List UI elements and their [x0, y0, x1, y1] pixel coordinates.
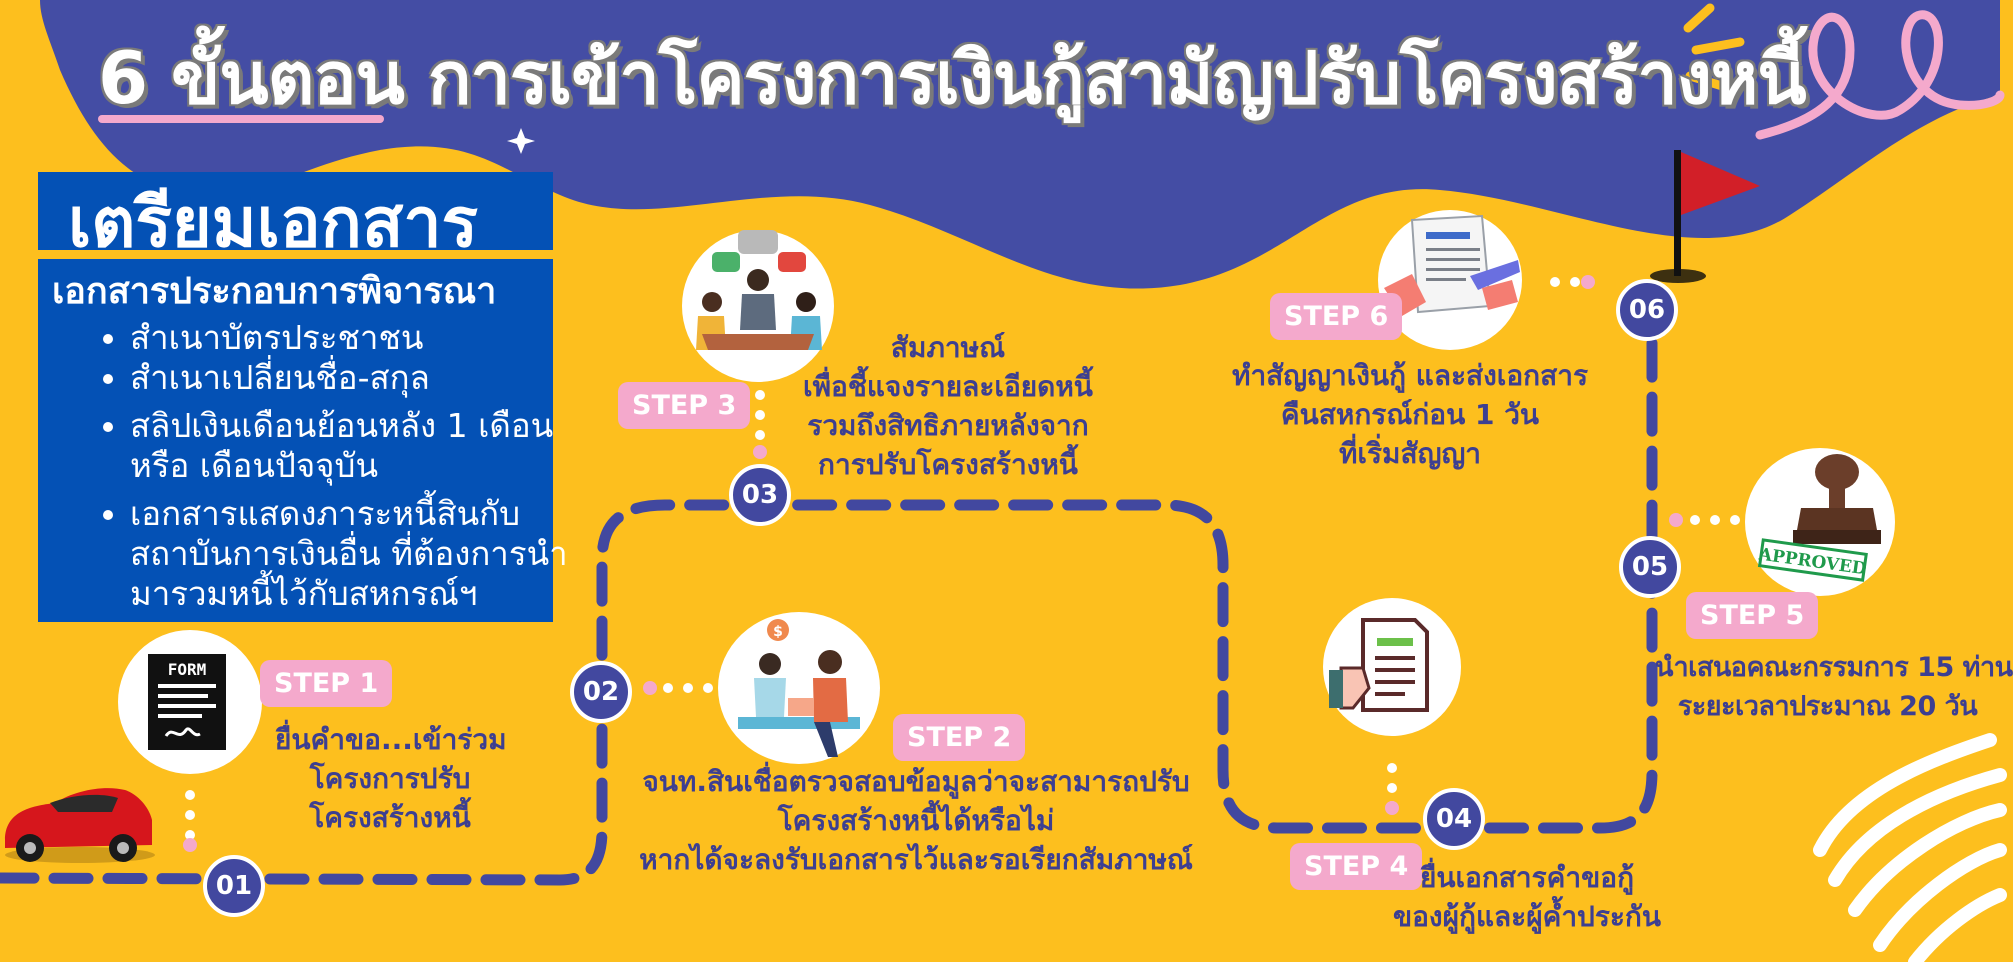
top-wave: [40, 0, 2000, 289]
consultation-icon: $: [718, 612, 880, 764]
step-4-number: 04: [1423, 788, 1485, 850]
step-2-number: 02: [570, 661, 632, 723]
step-6-badge: STEP 6: [1270, 293, 1403, 340]
coin-label: $: [773, 624, 783, 640]
step-4-badge: STEP 4: [1290, 843, 1423, 890]
prep-item: สำเนาเปลี่ยนชื่อ-สกุล: [130, 358, 580, 398]
form-icon: FORM: [118, 630, 262, 774]
prep-title: เตรียมเอกสาร: [68, 184, 479, 263]
sparkle-icon: [507, 128, 535, 154]
step-3-text: สัมภาษณ์เพื่อชี้แจงรายละเอียดหนี้รวมถึงส…: [803, 331, 1093, 481]
step-1-number: 01: [203, 855, 265, 917]
step-1-text: ยื่นคำขอ...เข้าร่วมโครงการปรับโครงสร้างห…: [275, 723, 507, 834]
road-path: [0, 304, 1658, 886]
step-1-badge: STEP 1: [260, 660, 393, 707]
white-squiggle-icon: [1813, 733, 2007, 962]
step-3-number: 03: [729, 464, 791, 526]
prep-item: สำเนาบัตรประชาชน: [130, 318, 580, 358]
step-5-badge: STEP 5: [1686, 592, 1819, 639]
page-title: 6 ขั้นตอน การเข้าโครงการเงินกู้สามัญปรับ…: [98, 36, 1807, 120]
form-label: FORM: [168, 660, 207, 679]
step-5-number: 05: [1619, 536, 1681, 598]
signing-contract-icon: [1378, 210, 1522, 350]
prep-subtitle: เอกสารประกอบการพิจารณา: [52, 271, 497, 312]
step-6-text: ทำสัญญาเงินกู้ และส่งเอกสารคืนสหกรณ์ก่อน…: [1232, 359, 1588, 470]
meeting-icon: [682, 230, 834, 382]
step-2-badge: STEP 2: [893, 714, 1026, 761]
prep-panel: [38, 172, 553, 622]
step-5-text: นำเสนอคณะกรรมการ 15 ท่านระยะเวลาประมาณ 2…: [1655, 652, 2013, 722]
pink-swirl-icon: [1755, 10, 2005, 140]
step-4-text: ยื่นเอกสารคำขอกู้ของผู้กู้และผู้ค้ำประกั…: [1392, 861, 1662, 933]
approved-stamp-icon: APPROVED: [1745, 448, 1895, 596]
pink-dots: [183, 275, 1683, 852]
prep-item: เอกสารแสดงภาระหนี้สินกับสถาบันการเงินอื่…: [130, 494, 580, 614]
prep-item: สลิปเงินเดือนย้อนหลัง 1 เดือน หรือ เดือน…: [130, 406, 580, 486]
prep-document-list: สำเนาบัตรประชาชน สำเนาเปลี่ยนชื่อ-สกุล ส…: [100, 318, 580, 614]
red-flag-icon: [1650, 150, 1760, 283]
document-hand-icon: [1323, 598, 1461, 736]
step-6-number: 06: [1616, 279, 1678, 341]
red-car-icon: [5, 788, 155, 863]
prep-divider: [38, 250, 553, 259]
step-2-text: จนท.สินเชื่อตรวจสอบข้อมูลว่าจะสามารถปรับ…: [639, 765, 1193, 876]
step-3-badge: STEP 3: [618, 382, 751, 429]
yellow-burst-icon: [1683, 3, 1745, 91]
